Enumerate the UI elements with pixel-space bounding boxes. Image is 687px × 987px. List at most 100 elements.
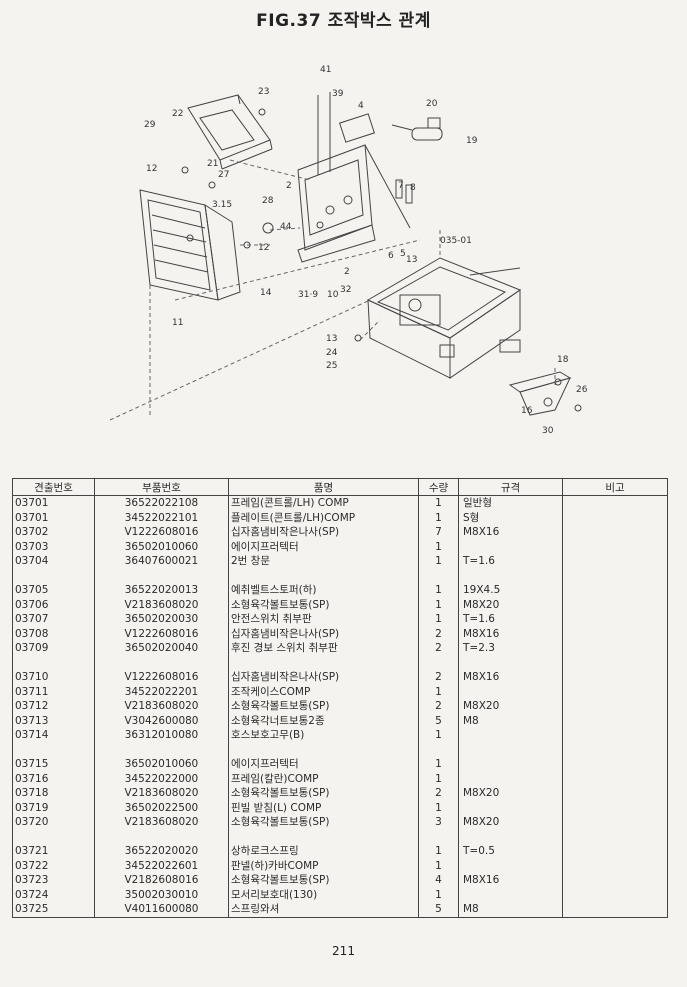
callout-7: 7 <box>398 181 404 191</box>
cell-part-name: 소형육각볼트보통(SP) <box>228 786 419 801</box>
cell-reference-no: 03722 <box>12 858 95 873</box>
cell-note <box>562 583 668 598</box>
cell-quantity: 5 <box>418 902 459 918</box>
cell-quantity: 1 <box>418 510 459 525</box>
callout-18: 18 <box>557 355 569 365</box>
page-number: 211 <box>332 944 355 958</box>
cell-reference-no: 03708 <box>12 626 95 641</box>
cell-part-name: 소형육각볼트보통(SP) <box>228 873 419 888</box>
cell-note <box>562 670 668 685</box>
cell-part-name <box>228 568 419 583</box>
cell-reference-no: 03714 <box>12 728 95 743</box>
cell-reference-no: 03723 <box>12 873 95 888</box>
cell-spec <box>458 771 563 786</box>
table-row <box>12 655 668 670</box>
switch-bracket <box>297 92 411 263</box>
cell-spec <box>458 757 563 772</box>
callout-5: 5 <box>400 249 406 259</box>
cell-part-name: 2번 창문 <box>228 554 419 569</box>
cell-reference-no: 03720 <box>12 815 95 830</box>
callout-32: 32 <box>340 285 351 295</box>
cell-part-no: 34522022601 <box>94 858 229 873</box>
cell-spec: M8 <box>458 902 563 918</box>
cell-quantity: 2 <box>418 670 459 685</box>
cell-note <box>562 684 668 699</box>
cell-quantity: 1 <box>418 583 459 598</box>
cell-part-name: 핀빌 받침(L) COMP <box>228 800 419 815</box>
cell-quantity: 1 <box>418 858 459 873</box>
cell-part-name: 예취벨트스토퍼(하) <box>228 583 419 598</box>
cell-quantity: 2 <box>418 786 459 801</box>
table-row <box>12 742 668 757</box>
callout-27: 27 <box>218 170 229 180</box>
header-part-no: 부품번호 <box>94 478 229 496</box>
cell-reference-no: 03709 <box>12 641 95 656</box>
cell-part-no: V4011600080 <box>94 902 229 918</box>
cell-reference-no: 03725 <box>12 902 95 918</box>
cell-reference-no: 03707 <box>12 612 95 627</box>
cell-note <box>562 757 668 772</box>
callout-31-9: 31·9 <box>298 290 318 300</box>
cell-note <box>562 873 668 888</box>
callout-19: 19 <box>466 136 478 146</box>
cell-spec <box>458 684 563 699</box>
header-reference-no: 견출번호 <box>12 478 95 496</box>
cell-part-no: 36502010060 <box>94 539 229 554</box>
cell-part-no: 34522022101 <box>94 510 229 525</box>
cell-part-no: V2183608020 <box>94 597 229 612</box>
cell-part-no: 36312010080 <box>94 728 229 743</box>
cell-spec: T=1.6 <box>458 612 563 627</box>
cell-quantity <box>418 655 459 670</box>
cell-note <box>562 858 668 873</box>
cell-part-name: 스프링와셔 <box>228 902 419 918</box>
cell-reference-no: 03701 <box>12 510 95 525</box>
cell-part-no: V1222608016 <box>94 626 229 641</box>
cell-spec: 일반형 <box>458 495 563 511</box>
callout-12b: 12 <box>258 243 269 253</box>
cell-reference-no <box>12 829 95 844</box>
cell-note <box>562 641 668 656</box>
cell-spec: M8X20 <box>458 815 563 830</box>
cell-spec <box>458 887 563 902</box>
cell-note <box>562 742 668 757</box>
upper-cover-plate <box>187 94 273 170</box>
cell-part-name: 모서리보호대(130) <box>228 887 419 902</box>
cell-quantity: 3 <box>418 815 459 830</box>
switch-parts-right <box>391 117 443 204</box>
cell-part-name: 후진 경보 스위치 취부판 <box>228 641 419 656</box>
cell-reference-no: 03718 <box>12 786 95 801</box>
cell-part-name: 판넬(하)카바COMP <box>228 858 419 873</box>
cell-reference-no: 03702 <box>12 525 95 540</box>
callout-11: 11 <box>172 318 183 328</box>
callout-41: 41 <box>320 65 331 75</box>
cell-spec: M8X20 <box>458 699 563 714</box>
cell-quantity: 1 <box>418 728 459 743</box>
cell-part-name: 플레이트(콘트롤/LH)COMP <box>228 510 419 525</box>
cell-quantity: 2 <box>418 641 459 656</box>
cell-spec: M8 <box>458 713 563 728</box>
cell-part-name: 십자홈냄비작은나사(SP) <box>228 670 419 685</box>
callout-26: 26 <box>576 385 588 395</box>
cell-spec <box>458 568 563 583</box>
cell-reference-no: 03713 <box>12 713 95 728</box>
cell-spec: M8X16 <box>458 873 563 888</box>
cell-quantity: 2 <box>418 699 459 714</box>
cell-note <box>562 829 668 844</box>
cell-note <box>562 539 668 554</box>
cell-quantity <box>418 568 459 583</box>
